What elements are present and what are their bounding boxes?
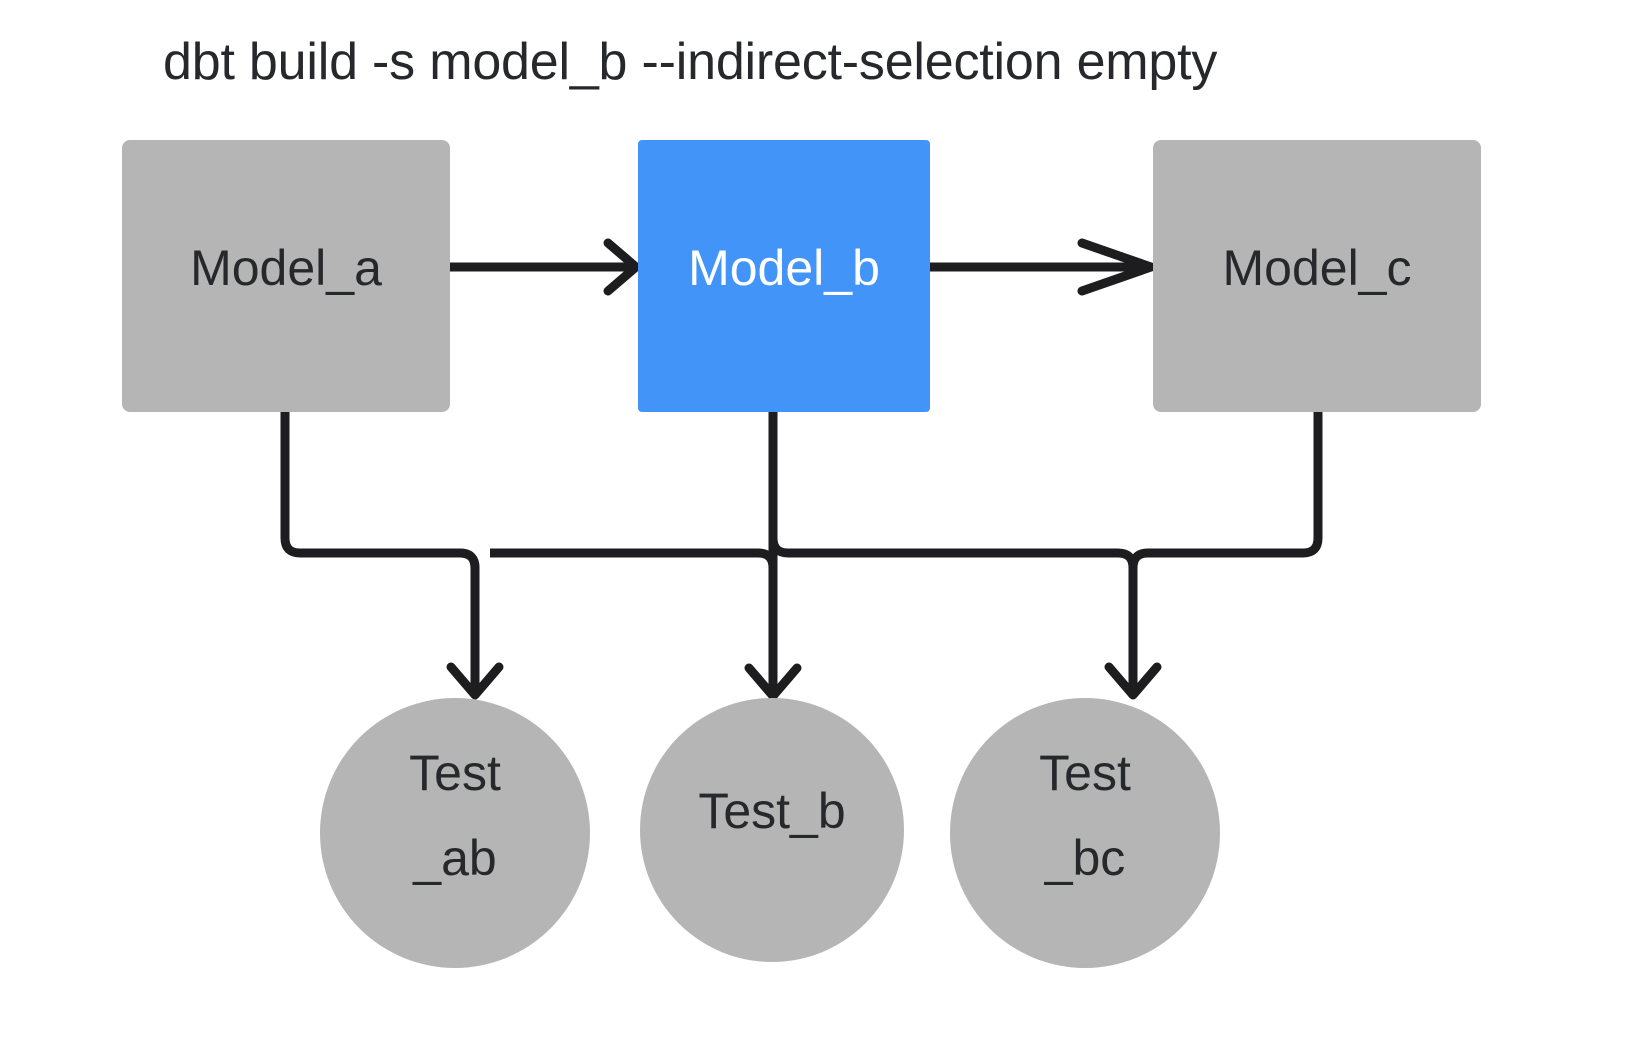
node-model-a[interactable]: Model_a	[122, 140, 450, 412]
node-test-b-shape[interactable]	[640, 698, 904, 962]
node-model-a-shape[interactable]	[122, 140, 450, 412]
test-nodes-layer: Test _ab Test_b Test _bc	[320, 698, 1220, 968]
node-test-bc-label-line2: _bc	[1044, 830, 1126, 886]
node-model-c-shape[interactable]	[1153, 140, 1481, 412]
edge-junction-to-test-bc	[1104, 548, 1162, 700]
edge-model-c-to-test-bc	[1148, 412, 1323, 558]
page-title: dbt build -s model_b --indirect-selectio…	[163, 33, 1217, 91]
node-test-ab-shape[interactable]	[320, 698, 590, 968]
edge-model-a-to-test-ab	[280, 412, 460, 558]
edge-model-a-to-model-b	[450, 238, 641, 296]
node-model-b-shape[interactable]	[638, 140, 930, 412]
node-test-b[interactable]: Test_b	[640, 698, 904, 962]
node-test-bc-shape[interactable]	[950, 698, 1220, 968]
edge-model-b-to-test-b	[744, 412, 802, 701]
node-test-ab-label-line2: _ab	[412, 830, 496, 886]
edge-model-b-to-model-c	[930, 238, 1156, 296]
node-model-c[interactable]: Model_c	[1153, 140, 1481, 412]
node-model-b[interactable]: Model_b	[638, 140, 930, 412]
edge-junction-to-test-ab	[446, 548, 504, 700]
edge-layer	[280, 238, 1323, 701]
node-test-bc-label-line1: Test	[1039, 745, 1131, 801]
node-test-bc[interactable]: Test _bc	[950, 698, 1220, 968]
node-model-a-label: Model_a	[190, 240, 382, 296]
node-model-b-label: Model_b	[688, 240, 880, 296]
node-test-ab-label-line1: Test	[409, 745, 501, 801]
node-test-b-label-line1: Test_b	[698, 783, 845, 839]
model-nodes-layer: Model_a Model_b Model_c	[122, 140, 1481, 412]
node-model-c-label: Model_c	[1223, 240, 1412, 296]
edge-bus-shoulders	[459, 537, 1138, 569]
node-test-ab[interactable]: Test _ab	[320, 698, 590, 968]
